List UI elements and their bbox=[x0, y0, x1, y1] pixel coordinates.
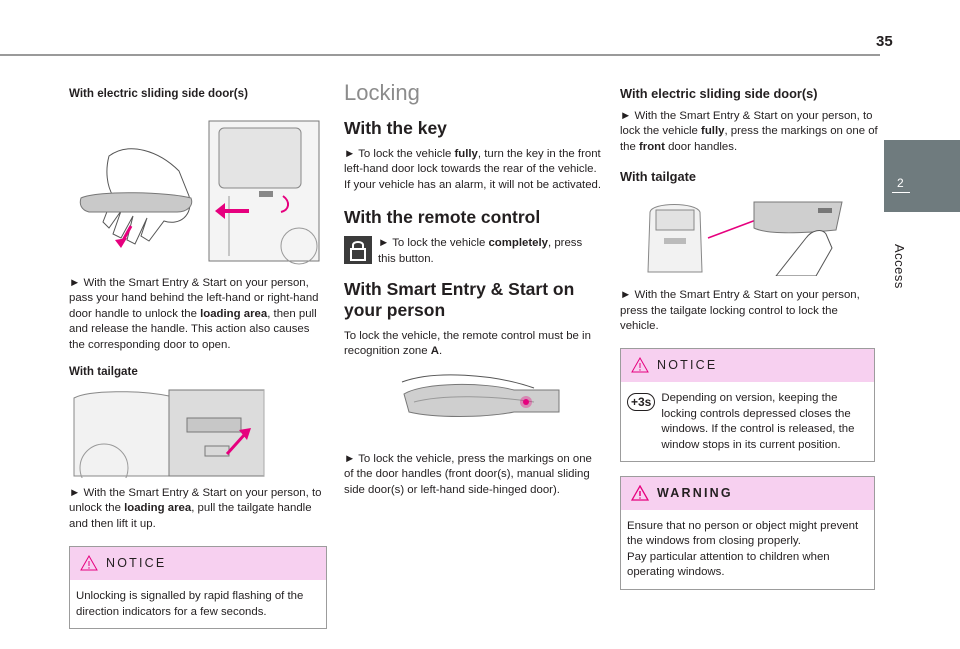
notice-text-windows: Depending on version, keeping the lockin… bbox=[661, 392, 855, 451]
heading-tailgate-lock: With tailgate bbox=[620, 169, 696, 185]
warning-triangle-icon bbox=[631, 485, 649, 501]
para-tailgate-unlock: ► With the Smart Entry & Start on your p… bbox=[69, 487, 322, 530]
illustration-sliding-door-unlock bbox=[69, 116, 327, 266]
para-sliding-lock: ► With the Smart Entry & Start on your p… bbox=[620, 110, 878, 153]
warning-title: WARNING bbox=[657, 486, 733, 501]
illustration-door-handle bbox=[394, 372, 602, 432]
notice-body: Unlocking is signalled by rapid flashing… bbox=[70, 580, 326, 628]
para-smart-recognition: To lock the vehicle, the remote control … bbox=[344, 330, 591, 358]
notice-body-windows: +3s Depending on version, keeping the lo… bbox=[621, 382, 874, 461]
chapter-tab[interactable] bbox=[884, 140, 960, 212]
warning-body: Ensure that no person or object might pr… bbox=[621, 510, 874, 589]
lock-remote-icon bbox=[344, 236, 372, 265]
chapter-tab-underline bbox=[892, 192, 910, 193]
notice-box-header-windows: NOTICE bbox=[621, 349, 874, 383]
heading-electric-sliding-unlock: With electric sliding side door(s) bbox=[69, 87, 248, 100]
warning-triangle-icon bbox=[631, 357, 649, 373]
chapter-tab-number: 2 bbox=[897, 176, 904, 190]
chapter-strip bbox=[884, 212, 960, 649]
para-remote-lock: ► To lock the vehicle completely, press … bbox=[378, 237, 583, 265]
para-key-lock: ► To lock the vehicle fully, turn the ke… bbox=[344, 148, 602, 191]
illustration-tailgate-unlock bbox=[69, 388, 327, 479]
heading-electric-sliding-lock: With electric sliding side door(s) bbox=[620, 86, 818, 101]
warning-text-1: Ensure that no person or object might pr… bbox=[627, 520, 859, 548]
warning-box-header: WARNING bbox=[621, 477, 874, 511]
notice-box-unlock: NOTICE Unlocking is signalled by rapid f… bbox=[69, 546, 327, 630]
para-tailgate-lock: ► With the Smart Entry & Start on your p… bbox=[620, 289, 860, 333]
top-divider bbox=[0, 54, 880, 56]
page-number: 35 bbox=[876, 33, 893, 50]
chapter-label: Access bbox=[892, 244, 907, 289]
notice-title-windows: NOTICE bbox=[657, 358, 718, 373]
heading-tailgate-unlock: With tailgate bbox=[69, 365, 138, 379]
warning-text-2: Pay particular attention to children whe… bbox=[627, 550, 830, 579]
notice-row-timer: +3s Depending on version, keeping the lo… bbox=[627, 391, 868, 453]
column-left: With electric sliding side door(s) ► Wit… bbox=[69, 80, 327, 630]
section-title-locking: Locking bbox=[344, 80, 420, 105]
warning-triangle-icon bbox=[80, 555, 98, 571]
heading-smart-entry: With Smart Entry & Start on your person bbox=[344, 279, 575, 321]
heading-remote-control: With the remote control bbox=[344, 207, 541, 228]
notice-box-windows: NOTICE +3s Depending on version, keeping… bbox=[620, 348, 875, 463]
para-smart-lock: ► To lock the vehicle, press the marking… bbox=[344, 452, 592, 496]
timer-3s-icon: +3s bbox=[627, 393, 656, 412]
remote-lock-row: ► To lock the vehicle completely, press … bbox=[344, 236, 602, 267]
illustration-tailgate-lock bbox=[646, 198, 878, 277]
notice-title: NOTICE bbox=[106, 556, 167, 571]
notice-text: Unlocking is signalled by rapid flashing… bbox=[76, 590, 304, 618]
heading-with-key: With the key bbox=[344, 118, 447, 138]
warning-box: WARNING Ensure that no person or object … bbox=[620, 476, 875, 590]
notice-box-header: NOTICE bbox=[70, 547, 326, 581]
column-middle: Locking With the key ► To lock the vehic… bbox=[344, 80, 602, 498]
column-right: With electric sliding side door(s) ► Wit… bbox=[620, 80, 878, 590]
para-sliding-unlock: ► With the Smart Entry & Start on your p… bbox=[69, 277, 319, 351]
